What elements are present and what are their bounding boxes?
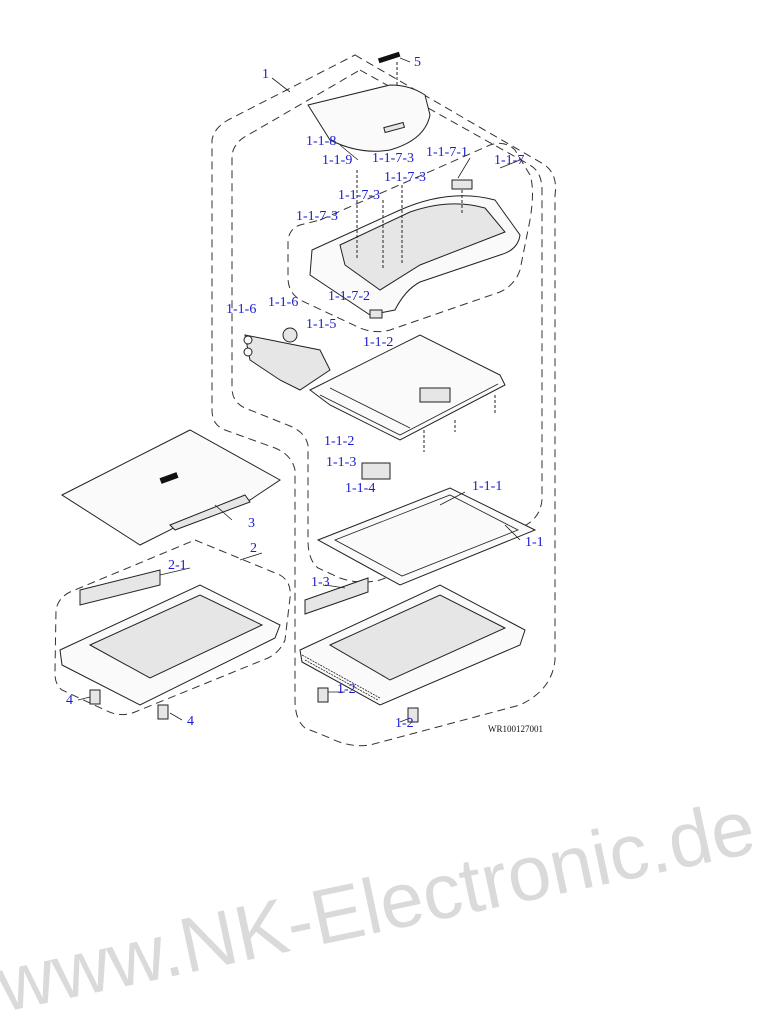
part-2-window (88, 594, 264, 679)
label: 1-1-2 (324, 434, 354, 449)
bezel-edge (301, 654, 381, 701)
label: 5 (414, 55, 421, 70)
part-5 (377, 51, 401, 64)
label: 4 (66, 693, 73, 708)
label: 1-1-7-1 (426, 145, 468, 160)
part-1-1-7-2 (369, 309, 383, 319)
part-1-1-1-base-plate (316, 487, 537, 586)
front-bezel-window (328, 594, 507, 681)
part-4-foot (157, 704, 169, 720)
top-cover (307, 84, 431, 152)
label: 1-1-7 (494, 153, 524, 168)
label: 1-1-3 (326, 455, 356, 470)
drawing-code: WR100127001 (488, 724, 543, 734)
label: 1-1-4 (345, 481, 375, 496)
label: 4 (187, 714, 194, 729)
label: 1-1-7-2 (328, 289, 370, 304)
label: 1-1-1 (472, 479, 502, 494)
label: 1-1 (525, 535, 544, 550)
group-1-1-7-outline (287, 142, 533, 333)
label: 1-1-7-3 (338, 188, 380, 203)
part-1-2-foot (317, 687, 329, 703)
label: 1-2 (395, 716, 414, 731)
label: 2-1 (168, 558, 187, 573)
part-1-1-5 (282, 327, 298, 343)
label: 1-1-6 (226, 302, 256, 317)
label: 2 (250, 541, 257, 556)
part-1-2-foot (407, 707, 419, 723)
part-1-1-7-1 (451, 179, 473, 190)
part-2-1 (79, 569, 161, 606)
part-1-1-7-window (339, 203, 506, 291)
top-cover-slot (383, 121, 406, 134)
base-plate-inner (334, 494, 519, 577)
label: 1-1-8 (306, 134, 336, 149)
label: 1-1-7-3 (384, 170, 426, 185)
label: 1-1-2 (363, 335, 393, 350)
label: 1-1-6 (268, 295, 298, 310)
group-1-1-outline (231, 69, 543, 583)
screw (243, 347, 253, 357)
lid-logo (159, 472, 179, 484)
label: 1-2 (337, 682, 356, 697)
label: 1-1-9 (322, 153, 352, 168)
watermark: www.NK-Electronic.de (0, 782, 762, 1024)
part-1-3 (304, 577, 369, 615)
part-1-1-3 (361, 462, 391, 480)
part-1-1-5-mechanism (244, 334, 331, 391)
label: 1-3 (311, 575, 330, 590)
chassis-rails (319, 383, 499, 436)
screw (243, 335, 253, 345)
leader-lines (77, 57, 521, 723)
label: 1 (262, 67, 269, 82)
group-1-outline (211, 54, 556, 747)
label: 3 (248, 516, 255, 531)
part-4-foot (89, 689, 101, 705)
lid-handle (169, 494, 251, 531)
label: 1-1-7-3 (296, 209, 338, 224)
chassis (309, 334, 506, 441)
label: 1-1-7-3 (372, 151, 414, 166)
label: 1-1-5 (306, 317, 336, 332)
chassis-block (419, 387, 451, 403)
group-2-outline (54, 539, 291, 716)
